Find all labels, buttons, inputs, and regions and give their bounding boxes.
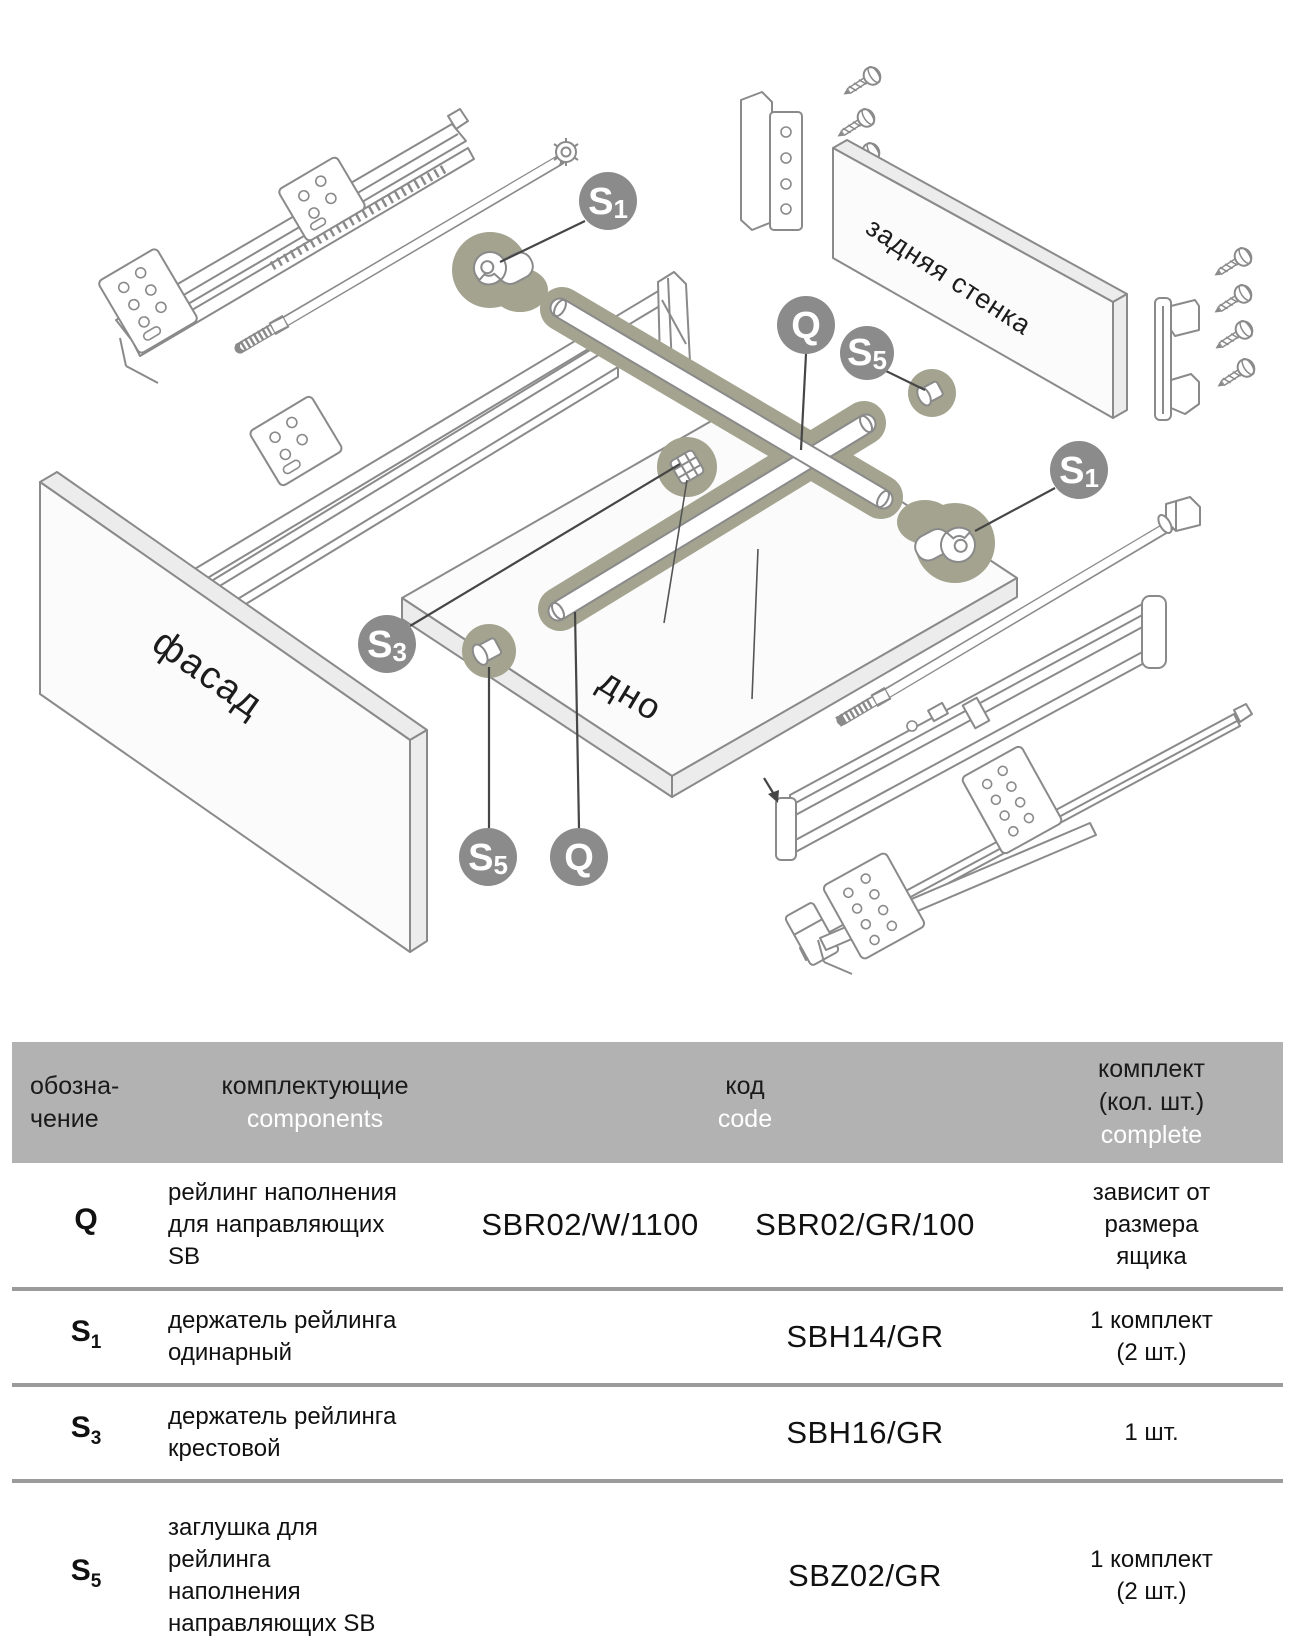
- screw-icon: [1210, 245, 1255, 283]
- hook-plate: [961, 745, 1063, 855]
- callout-s5-bottom: S5: [459, 828, 517, 886]
- complete-cell: 1 комплект (2 шт.): [1090, 1307, 1213, 1366]
- table-row: S5 заглушка для рейлинга наполнения напр…: [12, 1483, 1283, 1650]
- mounting-plate-mid: [278, 156, 366, 242]
- holder-s3-cross: [657, 437, 717, 497]
- cap-s5-top: [908, 369, 956, 417]
- svg-text:Q: Q: [564, 837, 594, 879]
- facade-panel: фасад: [39, 471, 428, 953]
- complete-cell: 1 шт.: [1124, 1419, 1179, 1446]
- table-row: S3 держатель рейлинга крестовой SBH16/GR…: [12, 1387, 1283, 1483]
- callout-q-bottom: Q: [550, 828, 608, 886]
- cap-s5-bottom: [462, 624, 516, 678]
- svg-text:S1: S1: [1059, 450, 1099, 493]
- gallery-rod-bottom-right: [835, 496, 1201, 727]
- components-cell: держатель рейлинга крестовой: [168, 1403, 397, 1462]
- screw-icon: [1210, 282, 1255, 320]
- rail-end-hook: [447, 108, 469, 130]
- designation: S3: [70, 1410, 102, 1449]
- complete-cell: зависит от размера ящика: [1092, 1179, 1211, 1270]
- mounting-plate-left: [98, 248, 198, 354]
- callout-s5-top: S5: [840, 326, 894, 380]
- hook-plate: [822, 852, 926, 960]
- exploded-drawer-diagram: задняя стенка дно фасад: [39, 0, 1295, 975]
- designation: S5: [70, 1553, 102, 1592]
- table-row: Q рейлинг наполнения для направляющих SB…: [12, 1163, 1283, 1291]
- header-designation: обозна- чение: [30, 1071, 120, 1133]
- rod-nut: [1157, 496, 1201, 535]
- callout-s1-right: S1: [1050, 441, 1108, 499]
- svg-text:S5: S5: [847, 332, 887, 375]
- code-cell: SBH14/GR: [786, 1319, 944, 1354]
- designation: Q: [74, 1202, 98, 1236]
- screw-icon: [1213, 356, 1258, 394]
- svg-text:Q: Q: [791, 305, 821, 347]
- table-header: обозна- чение комплектующие components к…: [12, 1042, 1283, 1163]
- slide-rail-bottom-right-2: [817, 822, 1097, 975]
- back-wall-bracket-left: [740, 91, 803, 231]
- svg-text:S3: S3: [367, 624, 407, 667]
- code-cell: SBH16/GR: [786, 1415, 944, 1450]
- screw-icon: [833, 106, 878, 144]
- code-cell: SBR02/GR/100: [755, 1207, 975, 1242]
- screw-icon: [1211, 318, 1256, 356]
- parts-table: обозна- чение комплектующие components к…: [12, 1042, 1283, 1650]
- components-cell: рейлинг наполнения для направляющих SB: [168, 1179, 397, 1270]
- filling-rail-cross: [538, 287, 903, 631]
- rod-nut: [553, 138, 579, 166]
- arrow-icon: [768, 790, 779, 803]
- holder-s1-right: [897, 500, 995, 583]
- designation: S1: [70, 1314, 102, 1353]
- callout-q-top: Q: [777, 296, 835, 354]
- holder-s1-top: [452, 232, 548, 312]
- table-row: S1 держатель рейлинга одинарный SBH14/GR…: [12, 1291, 1283, 1387]
- header-complete: комплект (кол. шт.) complete: [1097, 1055, 1205, 1149]
- gallery-rod-top-left: [234, 138, 579, 354]
- screw-icon: [839, 64, 884, 102]
- callout-s3: S3: [358, 615, 416, 673]
- back-wall-bracket-right: [1154, 297, 1200, 421]
- complete-cell: 1 комплект (2 шт.): [1090, 1546, 1213, 1605]
- code-cell: SBZ02/GR: [788, 1558, 942, 1593]
- back-wall-panel: задняя стенка: [832, 139, 1128, 419]
- svg-text:S5: S5: [468, 837, 508, 880]
- mounting-plate-center: [249, 395, 343, 487]
- header-code: код code: [717, 1071, 773, 1133]
- svg-text:S1: S1: [588, 181, 628, 224]
- drawer-side-panel-bottom-right: [763, 595, 1167, 861]
- code-cell: SBR02/W/1100: [481, 1207, 699, 1242]
- components-cell: держатель рейлинга одинарный: [168, 1307, 397, 1366]
- slide-rail-top-left: [98, 108, 475, 384]
- components-cell: заглушка для рейлинга наполнения направл…: [168, 1514, 376, 1637]
- header-components: комплектующие components: [221, 1071, 409, 1133]
- callout-s1-top: S1: [579, 172, 637, 230]
